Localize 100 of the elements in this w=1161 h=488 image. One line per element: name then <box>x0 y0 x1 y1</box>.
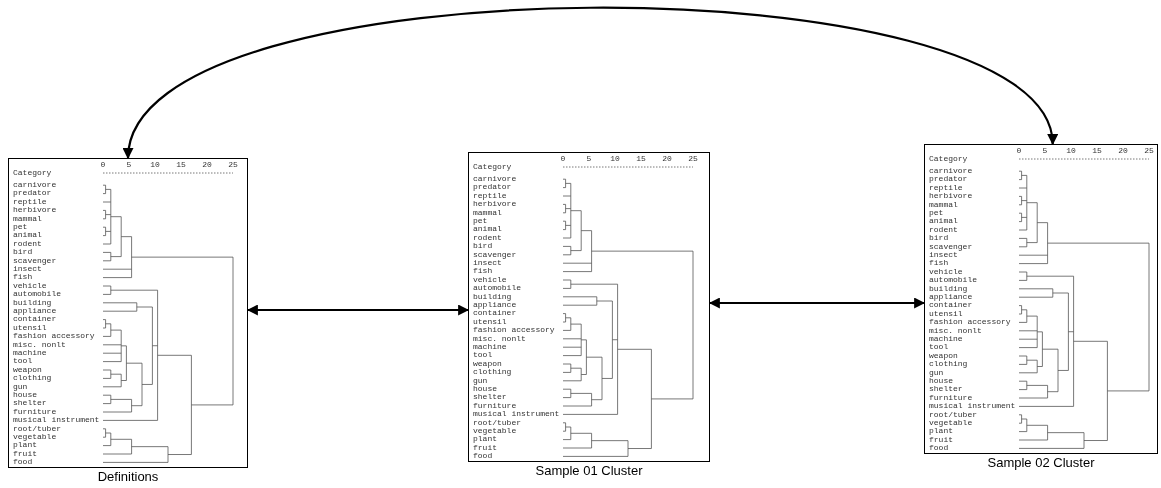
category-label: insect <box>929 251 958 260</box>
category-label: scavenger <box>13 256 57 265</box>
category-label: fashion accessory <box>929 318 1011 327</box>
category-label: herbivore <box>13 206 57 215</box>
category-label: carnivore <box>473 175 517 184</box>
category-label: automobile <box>13 290 61 299</box>
category-label: tool <box>13 357 33 366</box>
category-label: furniture <box>929 393 973 403</box>
axis-title: Category <box>13 168 52 177</box>
category-label: mammal <box>929 200 958 209</box>
category-label: reptile <box>929 183 963 192</box>
category-label: fish <box>929 259 949 268</box>
panel-caption: Sample 02 Cluster <box>987 455 1095 470</box>
category-label: building <box>473 292 512 301</box>
category-label: food <box>473 452 493 461</box>
category-label: misc. nonlt <box>473 334 526 343</box>
category-label: weapon <box>929 351 958 360</box>
double-arrow <box>708 297 926 309</box>
category-label: mammal <box>13 214 42 223</box>
category-label: shelter <box>13 399 47 408</box>
category-label: herbivore <box>929 192 973 201</box>
category-label: furniture <box>473 401 517 411</box>
category-label: building <box>13 298 52 307</box>
tick-label: 25 <box>1144 146 1154 155</box>
category-label: fish <box>473 267 493 276</box>
category-label: reptile <box>13 197 47 206</box>
tick-label: 15 <box>176 160 186 169</box>
category-label: bird <box>473 242 493 251</box>
category-label: clothing <box>473 368 512 377</box>
category-label: predator <box>473 183 512 192</box>
category-label: vehicle <box>13 281 47 291</box>
category-label: scavenger <box>473 250 517 259</box>
category-label: vegetable <box>13 433 57 441</box>
category-label: container <box>13 315 57 324</box>
category-label: clothing <box>929 360 968 369</box>
tick-label: 20 <box>202 160 212 169</box>
category-label: root/tuber <box>13 424 61 433</box>
category-label: utensil <box>473 317 507 327</box>
category-label: herbivore <box>473 200 517 209</box>
category-label: root/tuber <box>929 410 977 419</box>
category-label: musical instrument <box>473 410 560 419</box>
category-label: rodent <box>929 225 958 235</box>
category-label: pet <box>473 217 488 225</box>
category-label: vehicle <box>473 275 507 285</box>
tick-label: 0 <box>100 160 106 169</box>
category-label: building <box>929 284 968 293</box>
category-label: animal <box>929 217 958 226</box>
category-label: insect <box>13 265 42 274</box>
category-label: animal <box>473 225 502 234</box>
category-label: fish <box>13 273 33 282</box>
category-label: musical instrument <box>929 402 1016 411</box>
tick-label: 15 <box>1092 146 1102 155</box>
category-label: plant <box>929 427 953 436</box>
category-label: carnivore <box>13 181 57 190</box>
category-label: gun <box>929 368 944 377</box>
category-label: weapon <box>13 365 42 374</box>
panel-caption: Definitions <box>97 469 159 484</box>
category-label: automobile <box>929 276 977 285</box>
category-label: predator <box>929 175 968 184</box>
category-label: fashion accessory <box>13 332 95 341</box>
tick-label: 20 <box>1118 146 1128 155</box>
category-label: pet <box>929 209 944 217</box>
category-label: tool <box>473 351 493 360</box>
category-label: scavenger <box>929 242 973 251</box>
category-label: root/tuber <box>473 418 521 427</box>
category-label: machine <box>473 343 507 352</box>
category-label: animal <box>13 231 42 240</box>
category-label: plant <box>473 435 497 444</box>
category-label: rodent <box>13 239 42 249</box>
category-label: fruit <box>929 435 953 445</box>
category-label: gun <box>473 376 488 385</box>
category-label: bird <box>13 248 33 257</box>
category-label: misc. nonlt <box>929 326 982 335</box>
category-label: appliance <box>929 293 973 301</box>
category-label: machine <box>13 349 47 358</box>
category-label: house <box>929 377 953 386</box>
category-label: appliance <box>473 301 517 309</box>
axis-title: Category <box>473 162 512 171</box>
category-label: shelter <box>929 385 963 394</box>
category-label: furniture <box>13 407 57 417</box>
category-label: predator <box>13 189 52 198</box>
panel-caption: Sample 01 Cluster <box>535 463 643 478</box>
category-label: clothing <box>13 374 52 383</box>
category-label: food <box>929 444 949 453</box>
category-label: musical instrument <box>13 416 100 425</box>
category-label: fruit <box>473 443 497 453</box>
category-label: container <box>473 309 517 318</box>
category-label: house <box>473 385 497 394</box>
category-label: weapon <box>473 359 502 368</box>
category-label: fashion accessory <box>473 326 555 335</box>
category-label: tool <box>929 343 949 352</box>
category-label: appliance <box>13 307 57 315</box>
category-label: fruit <box>13 449 37 459</box>
category-label: utensil <box>13 323 47 333</box>
category-label: gun <box>13 382 28 391</box>
tick-label: 5 <box>126 160 132 169</box>
category-label: vegetable <box>929 419 973 427</box>
category-label: reptile <box>473 191 507 200</box>
category-label: mammal <box>473 208 502 217</box>
category-label: rodent <box>473 233 502 243</box>
